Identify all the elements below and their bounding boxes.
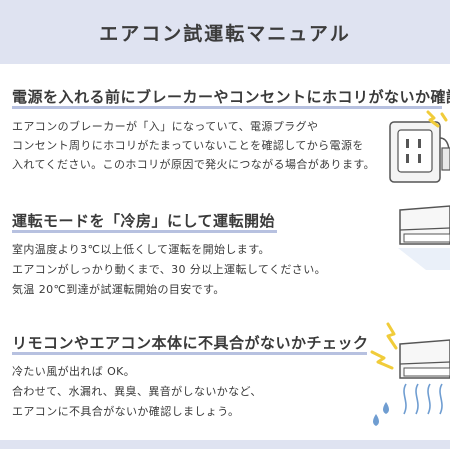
section-2-line-3: 気温 20℃到達が試運転開始の目安です。 (12, 283, 225, 296)
section-2-heading: 運転モードを「冷房」にして運転開始 (12, 212, 276, 230)
section-1-line-1: エアコンのブレーカーが「入」になっていて、電源プラグや (12, 120, 319, 133)
section-1-line-2: コンセント周りにホコリがたまっていないことを確認してから電源を (12, 139, 364, 152)
footer-band (0, 440, 450, 449)
section-2-line-1: 室内温度より3℃以上低くして運転を開始します。 (12, 243, 270, 256)
section-1-underline (12, 106, 442, 109)
section-3-line-1: 冷たい風が出れば OK。 (12, 365, 136, 378)
section-3-underline (12, 352, 367, 355)
section-3-heading: リモコンやエアコン本体に不具合がないかチェック (12, 334, 369, 352)
section-2-underline (12, 230, 277, 233)
section-1-line-3: 入れてください。このホコリが原因で発火につながる場合があります。 (12, 158, 376, 171)
section-3-line-2: 合わせて、水漏れ、異臭、異音がしないかなど、 (12, 385, 262, 398)
broken-air-conditioner-icon (370, 322, 450, 426)
air-conditioner-icon (398, 205, 450, 270)
section-2-line-2: エアコンがしっかり動くまで、30 分以上運転してください。 (12, 263, 326, 276)
outlet-icon (389, 110, 450, 183)
section-3-line-3: エアコンに不具合がないか確認しましょう。 (12, 405, 240, 418)
page-title: エアコン試運転マニュアル (99, 22, 351, 45)
title-banner: エアコン試運転マニュアル (0, 0, 450, 64)
section-1-heading: 電源を入れる前にブレーカーやコンセントにホコリがないか確認 (12, 88, 450, 106)
